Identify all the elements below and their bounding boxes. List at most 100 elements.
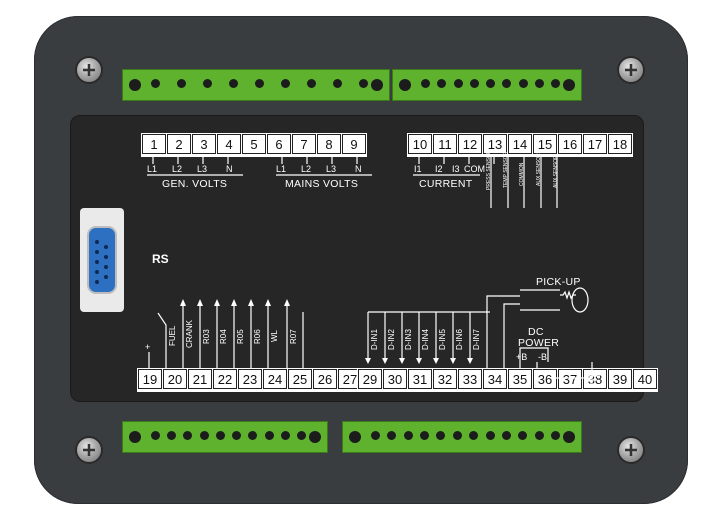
terminal-20[interactable]: 20 xyxy=(163,369,187,389)
connector-screw-hole xyxy=(371,79,383,91)
gen-phase-n: N xyxy=(226,164,233,174)
terminal-9[interactable]: 9 xyxy=(342,134,366,154)
connector-pin xyxy=(453,79,463,88)
connector-pin xyxy=(518,79,528,88)
terminal-3[interactable]: 3 xyxy=(192,134,216,154)
connector-screw-hole xyxy=(349,431,361,443)
connector-pin xyxy=(436,431,446,440)
din-6: D-IN6 xyxy=(455,329,464,350)
connector-pin xyxy=(255,79,264,88)
gen-phase-l3: L3 xyxy=(197,164,208,174)
connector-pin xyxy=(534,431,544,440)
terminal-5[interactable]: 5 xyxy=(242,134,266,154)
connector-pin xyxy=(469,431,479,440)
din-5: D-IN5 xyxy=(438,329,447,350)
output-r03: R03 xyxy=(202,329,211,344)
output-wl: WL xyxy=(270,330,279,342)
bottom-left-plug-connector[interactable] xyxy=(122,421,328,453)
connector-pin xyxy=(551,79,560,88)
top-right-plug-connector[interactable] xyxy=(392,69,582,101)
connector-pin xyxy=(151,79,160,88)
connector-pin xyxy=(371,431,380,440)
terminal-17[interactable]: 17 xyxy=(583,134,607,154)
terminal-19[interactable]: 19 xyxy=(138,369,162,389)
connector-pin xyxy=(534,79,544,88)
connector-pin xyxy=(403,431,413,440)
terminal-7[interactable]: 7 xyxy=(292,134,316,154)
connector-screw-hole xyxy=(309,431,321,443)
terminal-32[interactable]: 32 xyxy=(433,369,457,389)
terminal-14[interactable]: 14 xyxy=(508,134,532,154)
terminal-29[interactable]: 29 xyxy=(358,369,382,389)
terminal-16[interactable]: 16 xyxy=(558,134,582,154)
bottom-right-plug-connector[interactable] xyxy=(342,421,582,453)
din-4: D-IN4 xyxy=(421,329,430,350)
connector-pin xyxy=(518,431,528,440)
terminal-39[interactable]: 39 xyxy=(608,369,632,389)
output-fuel: FUEL xyxy=(168,325,177,346)
gen-phase-l1: L1 xyxy=(147,164,158,174)
mains-phase-l1: L1 xyxy=(276,164,287,174)
terminal-12[interactable]: 12 xyxy=(458,134,482,154)
connector-pin xyxy=(307,79,316,88)
connector-screw-hole xyxy=(129,431,141,443)
terminal-8[interactable]: 8 xyxy=(317,134,341,154)
terminal-23[interactable]: 23 xyxy=(238,369,262,389)
current-i2: I2 xyxy=(435,164,443,174)
terminal-25[interactable]: 25 xyxy=(288,369,312,389)
output-r05: R05 xyxy=(236,329,245,344)
terminal-33[interactable]: 33 xyxy=(458,369,482,389)
connector-screw-hole xyxy=(563,79,575,91)
screw-top-right xyxy=(619,58,643,82)
gen-volts-label: GEN. VOLTS xyxy=(162,178,228,190)
terminal-22[interactable]: 22 xyxy=(213,369,237,389)
terminal-38[interactable]: 38 xyxy=(583,369,607,389)
terminal-24[interactable]: 24 xyxy=(263,369,287,389)
terminal-40[interactable]: 40 xyxy=(633,369,657,389)
terminal-13[interactable]: 13 xyxy=(483,134,507,154)
terminal-15[interactable]: 15 xyxy=(533,134,557,154)
terminal-35[interactable]: 35 xyxy=(508,369,532,389)
connector-pin xyxy=(502,79,512,88)
terminal-31[interactable]: 31 xyxy=(408,369,432,389)
plus-sign: + xyxy=(145,342,151,352)
connector-pin xyxy=(232,431,242,440)
terminal-1[interactable]: 1 xyxy=(142,134,166,154)
mains-phase-n: N xyxy=(355,164,362,174)
plus-b-label: +B xyxy=(516,352,528,362)
terminal-10[interactable]: 10 xyxy=(408,134,432,154)
connector-pin xyxy=(264,431,274,440)
connector-pin xyxy=(501,431,511,440)
terminal-6[interactable]: 6 xyxy=(267,134,291,154)
connector-pin xyxy=(183,431,193,440)
output-r07: R07 xyxy=(289,329,298,344)
terminal-4[interactable]: 4 xyxy=(217,134,241,154)
terminal-26[interactable]: 26 xyxy=(313,369,337,389)
sensor-aux-2: AUX SENSOR xyxy=(553,155,559,188)
terminal-18[interactable]: 18 xyxy=(608,134,632,154)
terminal-37[interactable]: 37 xyxy=(558,369,582,389)
connector-screw-hole xyxy=(129,79,141,91)
connector-pin xyxy=(215,431,225,440)
dc-label: DC xyxy=(528,326,544,338)
connector-pin xyxy=(421,79,430,88)
connector-pin xyxy=(452,431,462,440)
din-7: D-IN7 xyxy=(472,329,481,350)
terminal-36[interactable]: 36 xyxy=(533,369,557,389)
terminal-21[interactable]: 21 xyxy=(188,369,212,389)
terminal-2[interactable]: 2 xyxy=(167,134,191,154)
terminal-27[interactable]: 27 xyxy=(338,369,362,389)
top-left-plug-connector[interactable] xyxy=(122,69,390,101)
connector-pin xyxy=(281,79,290,88)
rs-serial-port[interactable] xyxy=(80,208,124,312)
current-label: CURRENT xyxy=(419,178,473,190)
din-3: D-IN3 xyxy=(404,329,413,350)
power-label: POWER xyxy=(518,337,560,349)
terminal-11[interactable]: 11 xyxy=(433,134,457,154)
sensor-aux-1: AUX SENSOR xyxy=(536,153,542,186)
terminal-30[interactable]: 30 xyxy=(383,369,407,389)
current-com: COM xyxy=(464,164,485,174)
terminal-34[interactable]: 34 xyxy=(483,369,507,389)
